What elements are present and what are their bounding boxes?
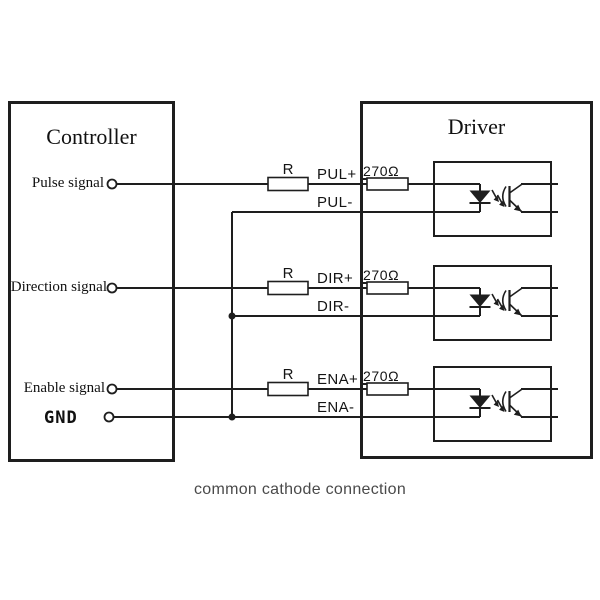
pul-minus-label: PUL- <box>317 194 353 211</box>
diagram-caption: common cathode connection <box>193 481 407 498</box>
ena-plus-label: ENA+ <box>317 371 359 388</box>
enable-signal-label: Enable signal <box>23 380 105 396</box>
pul-row-circuit <box>106 160 560 238</box>
driver-box <box>360 101 593 459</box>
driver-title: Driver <box>447 114 506 139</box>
series-resistor-label-dir: R <box>282 265 294 282</box>
dir-plus-label: DIR+ <box>317 270 354 287</box>
ena-minus-label: ENA- <box>317 399 355 416</box>
gnd-terminal-circle <box>103 411 115 423</box>
controller-title: Controller <box>46 124 137 149</box>
series-resistor-label-ena: R <box>282 366 294 383</box>
junction-dot-dir <box>228 312 236 320</box>
pulse-signal-label: Pulse signal <box>31 175 104 191</box>
ena-row-circuit <box>106 365 560 443</box>
series-resistor-label-pul: R <box>282 161 294 178</box>
junction-dot-gnd <box>228 413 236 421</box>
pul-plus-label: PUL+ <box>317 166 357 183</box>
direction-signal-label: Direction signal <box>10 279 107 295</box>
dir-row-circuit <box>106 264 560 342</box>
gnd-label: GND <box>44 408 78 428</box>
controller-box <box>8 101 175 462</box>
dir-minus-label: DIR- <box>317 298 350 315</box>
